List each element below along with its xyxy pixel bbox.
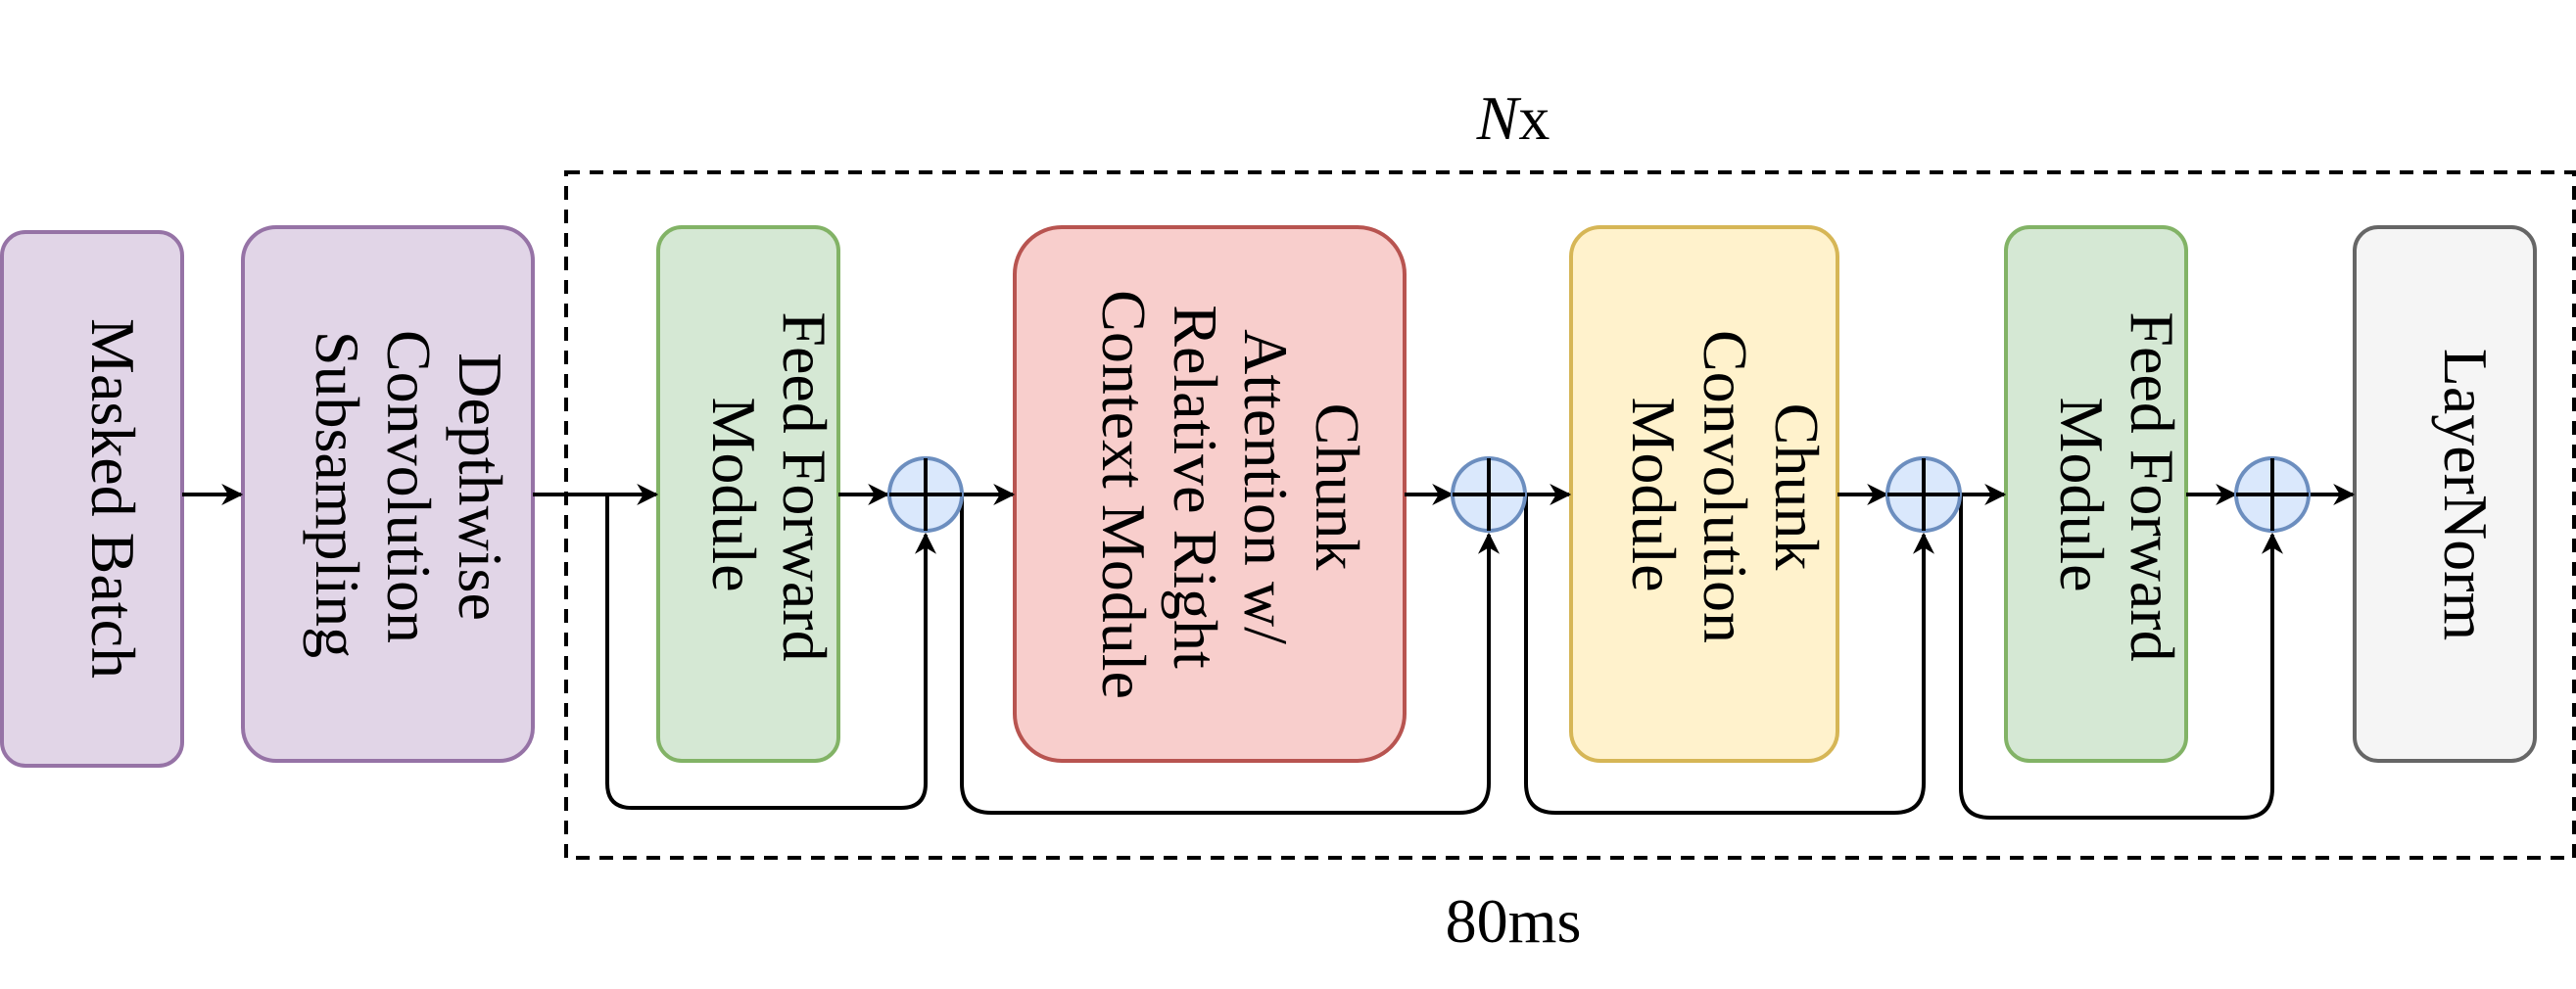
attention-line-2: Attention w/ — [1231, 329, 1301, 644]
block-feed-forward-module-1-label: Feed Forward Module — [699, 311, 839, 677]
block-layernorm-label: LayerNorm — [2431, 349, 2501, 641]
chunkconv-line-1: Chunk — [1762, 403, 1832, 571]
adder-1 — [887, 456, 964, 533]
layernorm-line-1: LayerNorm — [2431, 349, 2501, 641]
block-feed-forward-module-1: Feed Forward Module — [656, 225, 840, 763]
block-layernorm: LayerNorm — [2353, 225, 2537, 763]
attention-line-3: Relative Right — [1161, 305, 1230, 669]
depthwise-line-2: Convolution — [374, 330, 444, 643]
block-feed-forward-module-2: Feed Forward Module — [2004, 225, 2188, 763]
block-masked-batch-box — [0, 230, 184, 768]
repeat-region-box — [564, 170, 2576, 860]
residual-4 — [1959, 494, 2283, 820]
block-depthwise-conv-subsampling: Depthwise Convolution Subsampling — [241, 225, 535, 763]
chunkconv-line-3: Module — [1619, 397, 1689, 591]
adder-2 — [1451, 456, 1527, 533]
ffm1-line-2: Module — [699, 397, 769, 591]
repeat-label: Nx — [1476, 83, 1550, 153]
block-chunk-attention-module: Chunk Attention w/ Relative Right Contex… — [1013, 225, 1407, 763]
ffm2-line-1: Feed Forward — [2118, 311, 2187, 661]
block-chunk-convolution-module-label: Chunk Convolution Module — [1619, 330, 1832, 659]
residual-connections — [605, 494, 2283, 820]
block-depthwise-conv-subsampling-label: Depthwise Convolution Subsampling — [303, 330, 515, 659]
ffm2-line-2: Module — [2047, 397, 2117, 591]
repeat-label-x: x — [1518, 83, 1550, 153]
depthwise-line-3: Subsampling — [303, 331, 372, 658]
attention-line-4: Context Module — [1089, 290, 1159, 699]
residual-1 — [605, 494, 936, 810]
footer-label: 80ms — [1446, 886, 1582, 956]
ffm1-line-1: Feed Forward — [770, 311, 839, 661]
block-masked-batch-label: Masked Batch — [78, 318, 148, 679]
depthwise-line-1: Depthwise — [446, 353, 515, 621]
block-chunk-attention-module-label: Chunk Attention w/ Relative Right Contex… — [1089, 290, 1372, 699]
adder-4 — [2234, 456, 2311, 533]
residual-3 — [1524, 494, 1934, 815]
block-masked-batch: Masked Batch — [0, 230, 184, 768]
attention-line-1: Chunk — [1303, 403, 1372, 571]
adders — [887, 456, 2311, 533]
residual-2 — [960, 494, 1500, 815]
chunkconv-line-2: Convolution — [1691, 330, 1760, 643]
repeat-label-n: N — [1476, 83, 1522, 153]
adder-3 — [1885, 456, 1962, 533]
masked-batch-line-1: Masked Batch — [78, 318, 148, 679]
block-feed-forward-module-2-label: Feed Forward Module — [2047, 311, 2187, 677]
block-chunk-convolution-module: Chunk Convolution Module — [1569, 225, 1839, 763]
